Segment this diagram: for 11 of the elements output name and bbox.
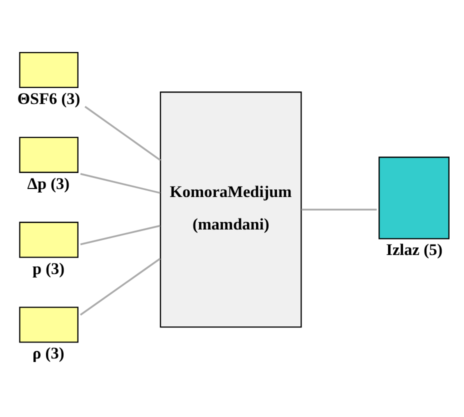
node-label: ΘSF6 (3) [17,88,80,108]
connector [84,105,161,161]
connector [80,257,161,316]
node-label: p (3) [32,258,65,278]
connector [80,224,160,245]
node-label: Izlaz (5) [386,240,443,259]
connector [301,208,377,210]
node-label: ρ (3) [32,343,64,362]
node-label: Δp (3) [27,173,70,192]
node-box: KomoraMedijum (mamdani) [160,91,302,328]
connector [80,172,160,194]
